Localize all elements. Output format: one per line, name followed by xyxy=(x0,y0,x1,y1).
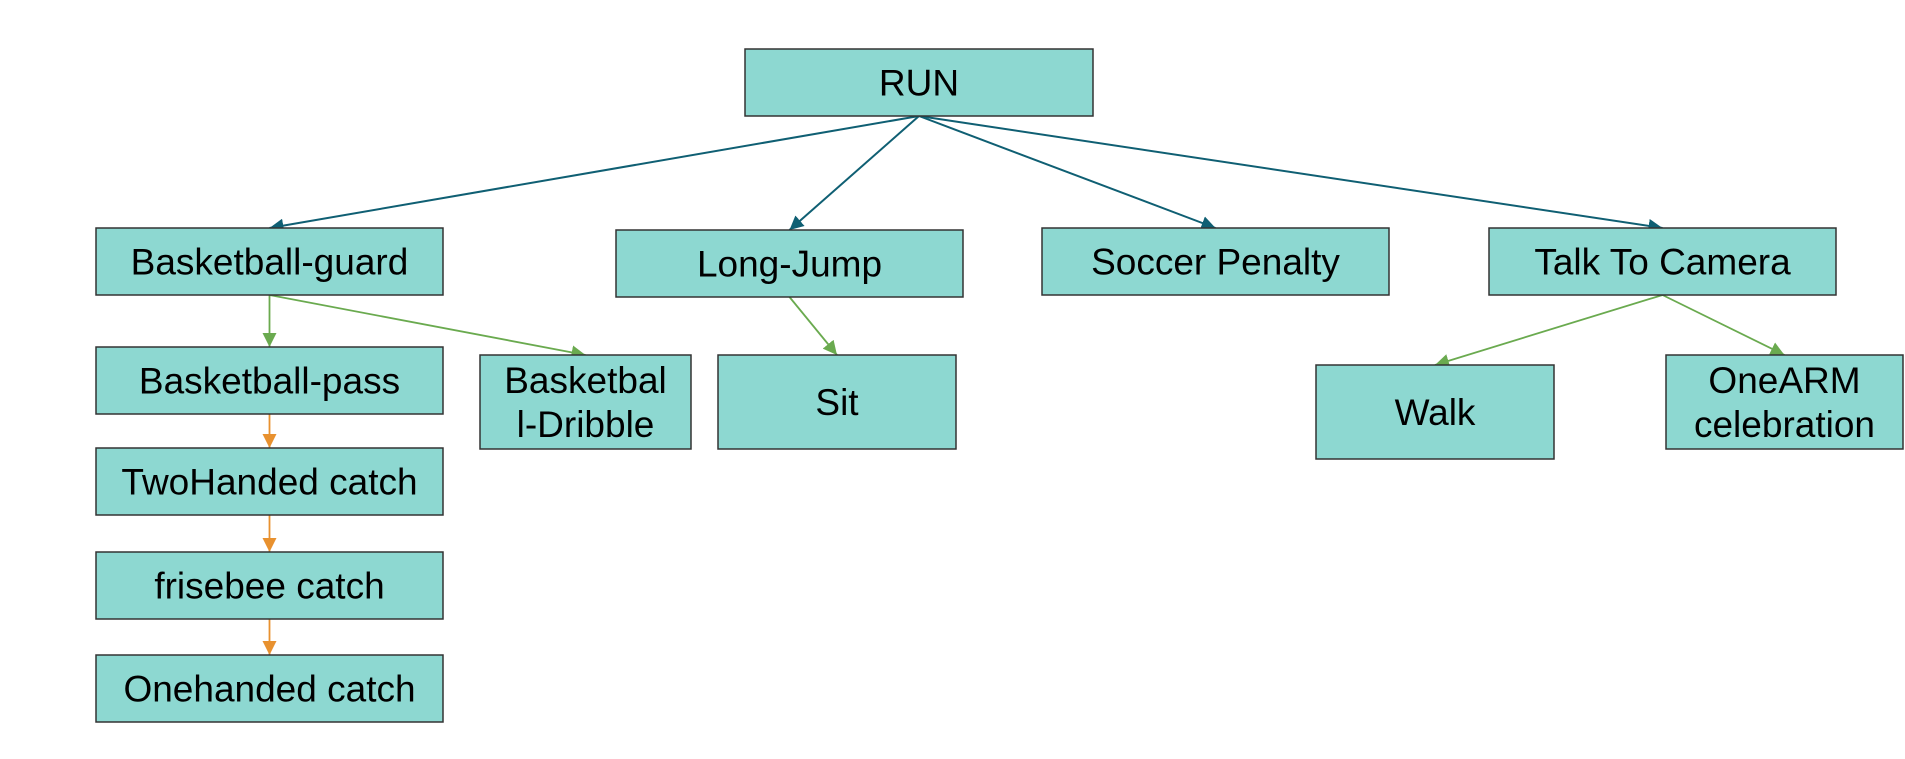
node-box xyxy=(95,346,444,415)
node-run: RUN xyxy=(744,48,1094,117)
node-sit: Sit xyxy=(717,354,957,450)
node-basketball-guard: Basketball-guard xyxy=(95,227,444,296)
node-frisebee-catch: frisebee catch xyxy=(95,551,444,620)
edges-layer xyxy=(262,115,1785,655)
node-label-line: Basketbal xyxy=(504,360,667,401)
node-onehanded-catch: Onehanded catch xyxy=(95,654,444,723)
node-box xyxy=(744,48,1094,117)
edge-long_jump-to-sit xyxy=(788,296,838,356)
edge-run-to-soccer_penalty xyxy=(918,115,1216,230)
node-label-line: Basketball-pass xyxy=(139,361,400,402)
node-label-line: Soccer Penalty xyxy=(1091,242,1340,283)
node-label-line: l-Dribble xyxy=(517,404,655,445)
node-label: Talk To Camera xyxy=(1534,242,1791,283)
node-label: Basketball-guard xyxy=(131,242,409,283)
node-label-line: Talk To Camera xyxy=(1534,242,1791,283)
node-label: Basketball-pass xyxy=(139,361,400,402)
node-box xyxy=(717,354,957,450)
node-label-line: TwoHanded catch xyxy=(121,462,417,503)
edge-run-to-long_jump xyxy=(788,115,920,231)
node-long-jump: Long-Jump xyxy=(615,229,964,298)
node-box xyxy=(1488,227,1837,296)
node-talk-to-camera: Talk To Camera xyxy=(1488,227,1837,296)
node-label: Soccer Penalty xyxy=(1091,242,1340,283)
node-label: Onehanded catch xyxy=(123,669,415,710)
node-walk: Walk xyxy=(1315,364,1555,460)
node-box xyxy=(95,227,444,296)
edge-talk_to_camera-to-onearm_celebration xyxy=(1662,294,1785,356)
node-label: Walk xyxy=(1395,392,1476,433)
node-label-line: RUN xyxy=(879,63,959,104)
edge-run-to-basketball_guard xyxy=(269,115,920,233)
node-label-line: frisebee catch xyxy=(154,566,384,607)
node-label: TwoHanded catch xyxy=(121,462,417,503)
node-label-line: OneARM xyxy=(1708,360,1860,401)
node-box xyxy=(95,551,444,620)
node-label-line: Onehanded catch xyxy=(123,669,415,710)
node-box xyxy=(1665,354,1904,450)
edge-run-to-talk_to_camera xyxy=(918,115,1663,233)
node-label-line: Sit xyxy=(815,382,859,423)
node-label-line: celebration xyxy=(1694,404,1875,445)
node-box xyxy=(615,229,964,298)
node-basketball-pass: Basketball-pass xyxy=(95,346,444,415)
node-label: RUN xyxy=(879,63,959,104)
node-label-line: Walk xyxy=(1395,392,1476,433)
node-box xyxy=(1041,227,1390,296)
node-box xyxy=(479,354,692,450)
node-label: frisebee catch xyxy=(154,566,384,607)
node-twohanded-catch: TwoHanded catch xyxy=(95,447,444,516)
node-box xyxy=(95,654,444,723)
node-label-line: Basketball-guard xyxy=(131,242,409,283)
node-box xyxy=(95,447,444,516)
node-label: Sit xyxy=(815,382,859,423)
node-box xyxy=(1315,364,1555,460)
edge-talk_to_camera-to-walk xyxy=(1434,294,1663,368)
node-label-line: Long-Jump xyxy=(697,244,882,285)
node-label: Long-Jump xyxy=(697,244,882,285)
node-soccer-penalty: Soccer Penalty xyxy=(1041,227,1390,296)
edge-basketball_guard-to-basketball_dribble xyxy=(269,294,586,360)
